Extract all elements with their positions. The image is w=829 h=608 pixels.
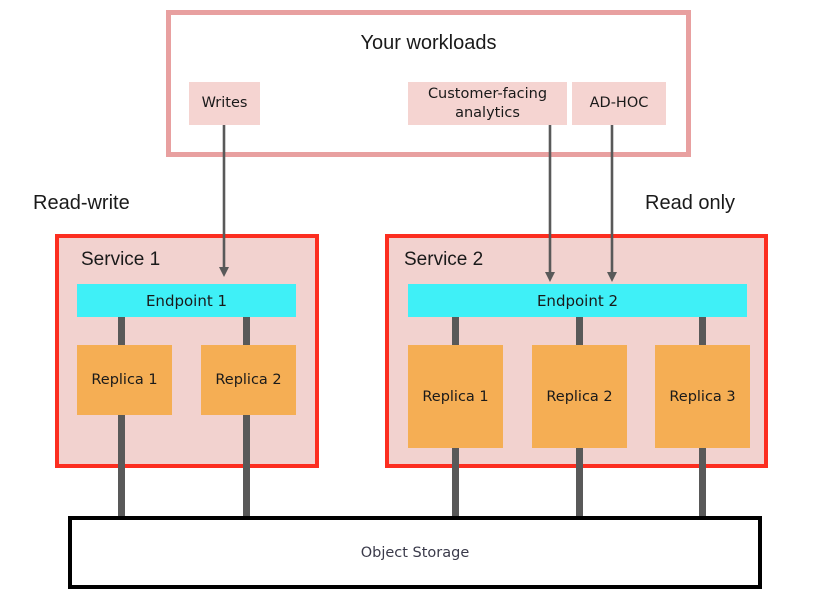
connector-s2-replica1-storage [452,448,459,516]
workloads-title: Your workloads [360,32,497,54]
connector-s2-replica3-storage [699,448,706,516]
connector-s1-replica1-storage [118,415,125,516]
service-2-endpoint[interactable]: Endpoint 2 [408,284,747,317]
connector-endpoint1-replica2 [243,317,250,345]
connector-endpoint1-replica1 [118,317,125,345]
workloads-container [166,10,691,157]
service-2-title: Service 2 [404,249,484,270]
connector-endpoint2-replica1 [452,317,459,345]
object-storage-box[interactable]: Object Storage [68,516,762,589]
service-2-replica-1[interactable]: Replica 1 [408,345,503,448]
workload-chip-writes[interactable]: Writes [189,82,260,125]
service-1-endpoint[interactable]: Endpoint 1 [77,284,296,317]
connector-s1-replica2-storage [243,415,250,516]
workload-chip-ad-hoc[interactable]: AD-HOC [572,82,666,125]
connector-endpoint2-replica3 [699,317,706,345]
service-1-title: Service 1 [81,249,161,270]
service-2-replica-2[interactable]: Replica 2 [532,345,627,448]
connector-s2-replica2-storage [576,448,583,516]
service-1-replica-1[interactable]: Replica 1 [77,345,172,415]
service-1-replica-2[interactable]: Replica 2 [201,345,296,415]
service-2-replica-3[interactable]: Replica 3 [655,345,750,448]
label-read-only: Read only [645,192,736,214]
connector-endpoint2-replica2 [576,317,583,345]
workload-chip-customer-facing-analytics[interactable]: Customer-facing analytics [408,82,567,125]
label-read-write: Read-write [33,192,130,214]
